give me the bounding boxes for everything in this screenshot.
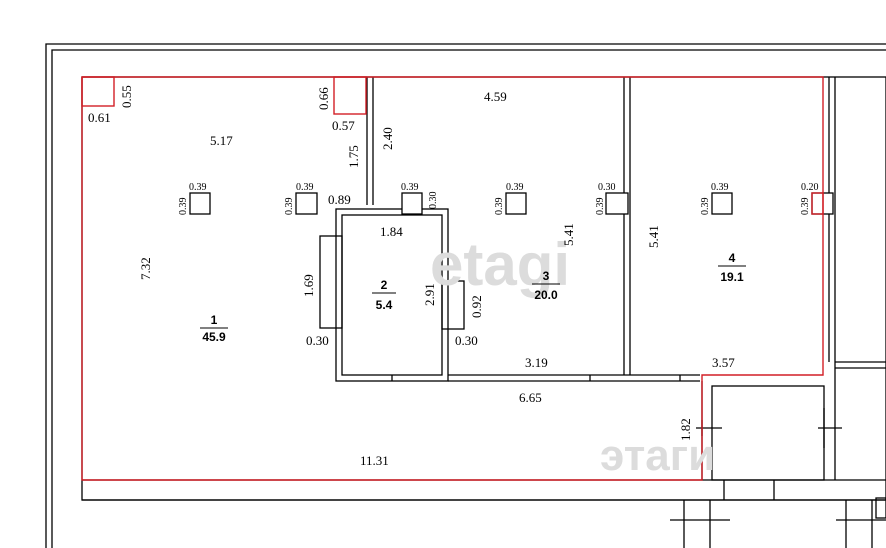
col-dim-label: 0.39 xyxy=(506,182,524,193)
dim-label: 0.30 xyxy=(306,333,329,348)
dim-label: 3.19 xyxy=(525,355,548,370)
interior-walls xyxy=(319,77,886,548)
svg-text:1: 1 xyxy=(211,313,218,327)
dimensions: 0.61 5.17 0.57 4.59 0.89 1.84 0.30 0.30 … xyxy=(88,85,735,468)
col-dim-label: 0.30 xyxy=(598,182,616,193)
column xyxy=(711,192,733,215)
dim-label: 5.17 xyxy=(210,133,233,148)
dim-label: 7.32 xyxy=(138,257,153,280)
column xyxy=(189,192,211,215)
svg-text:3: 3 xyxy=(543,269,550,283)
apartment-outline xyxy=(81,76,824,481)
column xyxy=(505,192,527,215)
columns xyxy=(189,192,834,215)
dim-label: 0.89 xyxy=(328,192,351,207)
dim-label: 5.41 xyxy=(646,225,661,248)
dim-label: 0.61 xyxy=(88,110,111,125)
svg-text:5.4: 5.4 xyxy=(376,298,393,312)
dim-label: 0.57 xyxy=(332,118,355,133)
dim-label: 1.84 xyxy=(380,224,403,239)
dim-label: 0.66 xyxy=(316,87,331,110)
room-3-label: 3 20.0 xyxy=(532,269,560,302)
column xyxy=(401,192,423,215)
col-dim-label: 0.39 xyxy=(296,182,314,193)
room-4-label: 4 19.1 xyxy=(718,251,746,284)
svg-text:19.1: 19.1 xyxy=(720,270,744,284)
dim-label: 5.41 xyxy=(561,223,576,246)
dim-label: 0.92 xyxy=(469,295,484,318)
watermark-corner-text: этаги xyxy=(600,431,715,480)
column xyxy=(605,192,629,215)
dim-label: 1.82 xyxy=(678,418,693,441)
col-dim-label: 0.30 xyxy=(428,192,439,210)
watermark-text: etagi xyxy=(430,231,570,298)
col-dim-label: 0.39 xyxy=(189,182,207,193)
dim-label: 6.65 xyxy=(519,390,542,405)
dim-label: 1.75 xyxy=(346,145,361,168)
col-dim-label: 0.39 xyxy=(711,182,729,193)
col-dim-label: 0.39 xyxy=(178,198,189,216)
dim-label: 1.69 xyxy=(301,274,316,297)
dim-label: 0.55 xyxy=(119,85,134,108)
col-dim-label: 0.39 xyxy=(800,198,811,216)
dim-label: 2.91 xyxy=(422,283,437,306)
col-dim-label: 0.20 xyxy=(801,182,819,193)
column-dimensions: 0.39 0.39 0.39 0.39 0.39 0.30 0.39 0.39 … xyxy=(178,182,819,215)
room-1-label: 1 45.9 xyxy=(200,313,228,344)
column xyxy=(295,192,318,215)
dim-label: 3.57 xyxy=(712,355,735,370)
svg-text:20.0: 20.0 xyxy=(534,288,558,302)
svg-text:4: 4 xyxy=(729,251,736,265)
svg-text:2: 2 xyxy=(381,278,388,292)
dim-label: 0.30 xyxy=(455,333,478,348)
dim-label: 4.59 xyxy=(484,89,507,104)
svg-text:45.9: 45.9 xyxy=(202,330,226,344)
col-dim-label: 0.39 xyxy=(700,198,711,216)
col-dim-label: 0.39 xyxy=(401,182,419,193)
col-dim-label: 0.39 xyxy=(494,198,505,216)
dim-label: 2.40 xyxy=(380,127,395,150)
room-2-label: 2 5.4 xyxy=(372,278,396,312)
col-dim-label: 0.39 xyxy=(595,198,606,216)
col-dim-label: 0.39 xyxy=(284,198,295,216)
dim-label: 11.31 xyxy=(360,453,389,468)
